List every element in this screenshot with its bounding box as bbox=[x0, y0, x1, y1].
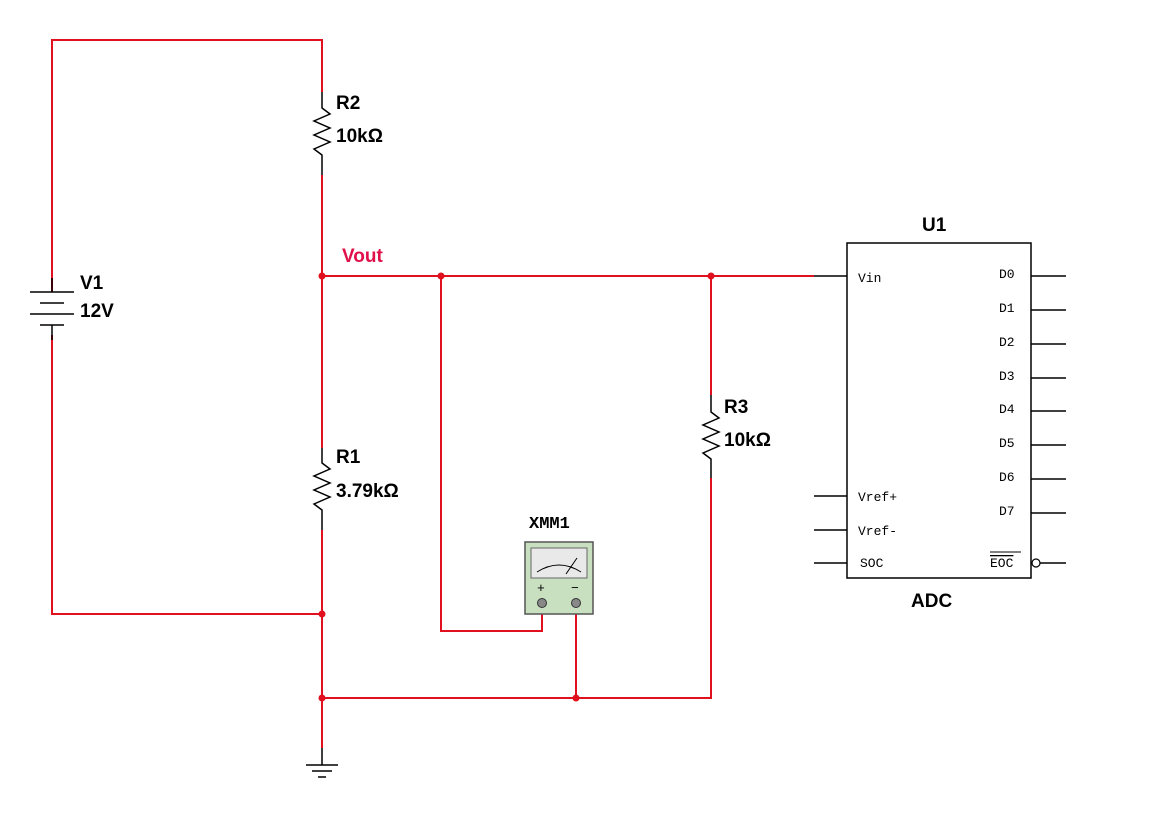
adc-pin-d3: D3 bbox=[999, 369, 1015, 384]
r3-ref-label: R3 bbox=[724, 397, 748, 418]
junction-dot bbox=[437, 272, 445, 280]
u1-type-label: ADC bbox=[911, 591, 952, 612]
multimeter-xmm1[interactable]: XMM1 + − bbox=[524, 515, 594, 615]
resistor-icon bbox=[312, 448, 332, 530]
resistor-r1[interactable]: R1 3.79kΩ bbox=[312, 447, 399, 530]
junctions bbox=[318, 272, 715, 702]
net-label-vout: Vout bbox=[342, 246, 383, 267]
adc-u1[interactable]: U1 Vin Vref+ Vref- SOC D0 D1 bbox=[814, 215, 1066, 612]
junction-dot bbox=[318, 610, 326, 618]
wire-r3-bottom bbox=[322, 478, 712, 699]
v1-ref-label: V1 bbox=[80, 273, 104, 294]
r1-ref-label: R1 bbox=[336, 447, 361, 468]
adc-right-pin-leads bbox=[1031, 275, 1066, 568]
battery-v1[interactable]: V1 12V bbox=[30, 273, 114, 340]
meter-minus-label: − bbox=[571, 581, 579, 596]
r3-value-label: 10kΩ bbox=[724, 430, 771, 451]
adc-pin-d2: D2 bbox=[999, 335, 1015, 350]
junction-dot bbox=[572, 694, 580, 702]
adc-pin-eoc: EOC bbox=[990, 556, 1014, 571]
junction-dot bbox=[707, 272, 715, 280]
r1-value-label: 3.79kΩ bbox=[336, 481, 399, 502]
adc-pin-d1: D1 bbox=[999, 301, 1015, 316]
adc-pin-d5: D5 bbox=[999, 436, 1015, 451]
junction-dot bbox=[318, 272, 326, 280]
resistor-r2[interactable]: R2 10kΩ bbox=[312, 92, 383, 175]
multimeter-icon bbox=[524, 541, 594, 615]
adc-pin-d6: D6 bbox=[999, 470, 1015, 485]
v1-value-label: 12V bbox=[80, 301, 114, 322]
resistor-icon bbox=[701, 395, 721, 478]
adc-pin-d7: D7 bbox=[999, 504, 1015, 519]
ground-icon bbox=[306, 748, 338, 778]
wire-v1-bottom bbox=[51, 335, 322, 615]
battery-icon bbox=[30, 278, 74, 340]
r2-ref-label: R2 bbox=[336, 93, 360, 114]
wire-meter-plus bbox=[440, 276, 543, 632]
adc-chip-icon bbox=[846, 242, 1032, 579]
adc-left-pin-leads bbox=[814, 275, 847, 564]
u1-ref-label: U1 bbox=[922, 215, 947, 236]
resistor-r3[interactable]: R3 10kΩ bbox=[701, 395, 771, 478]
adc-pin-vin: Vin bbox=[858, 271, 881, 286]
adc-pin-d0: D0 bbox=[999, 267, 1015, 282]
adc-pin-vref-plus: Vref+ bbox=[858, 490, 897, 505]
adc-pin-d4: D4 bbox=[999, 402, 1015, 417]
r2-value-label: 10kΩ bbox=[336, 126, 383, 147]
meter-plus-label: + bbox=[537, 581, 545, 596]
adc-pin-soc: SOC bbox=[860, 556, 884, 571]
junction-dot bbox=[318, 694, 326, 702]
adc-pin-vref-minus: Vref- bbox=[858, 524, 897, 539]
xmm1-ref-label: XMM1 bbox=[529, 515, 570, 534]
wires bbox=[51, 39, 814, 748]
wire-v1-top bbox=[51, 39, 323, 292]
resistor-icon bbox=[312, 92, 332, 175]
